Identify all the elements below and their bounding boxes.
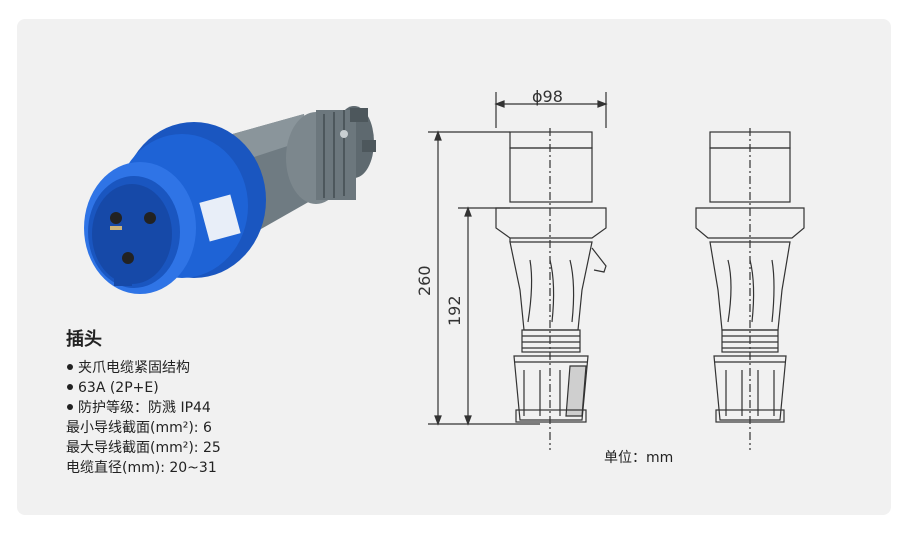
height-partial-label: 192 [445,295,464,326]
plug-photo [84,106,376,294]
spec-bullet: 防护等级：防溅 IP44 [66,398,366,418]
bullet-icon [67,404,73,410]
unit-label: 单位：mm [604,450,674,466]
dimension-drawing: ϕ98 260 192 [415,87,805,450]
spec-line: 电缆直径(mm): 20~31 [66,460,217,476]
spec-line: 最小导线截面(mm²): 6 [66,420,212,436]
diameter-label: ϕ98 [532,87,563,106]
spec-line: 最大导线截面(mm²): 25 [66,440,221,456]
product-title: 插头 [66,329,102,350]
bullet-icon [67,384,73,390]
plug-side-view [495,128,607,450]
spec-bullet: 夹爪电缆紧固结构 [66,358,366,378]
bullet-icon [67,364,73,370]
height-total-label: 260 [415,265,434,296]
spec-bullet: 63A (2P+E) [66,378,366,398]
plug-front-view [695,128,805,450]
spec-list: 插头 夹爪电缆紧固结构 63A (2P+E) 防护等级：防溅 IP44 最小导线… [66,328,366,478]
